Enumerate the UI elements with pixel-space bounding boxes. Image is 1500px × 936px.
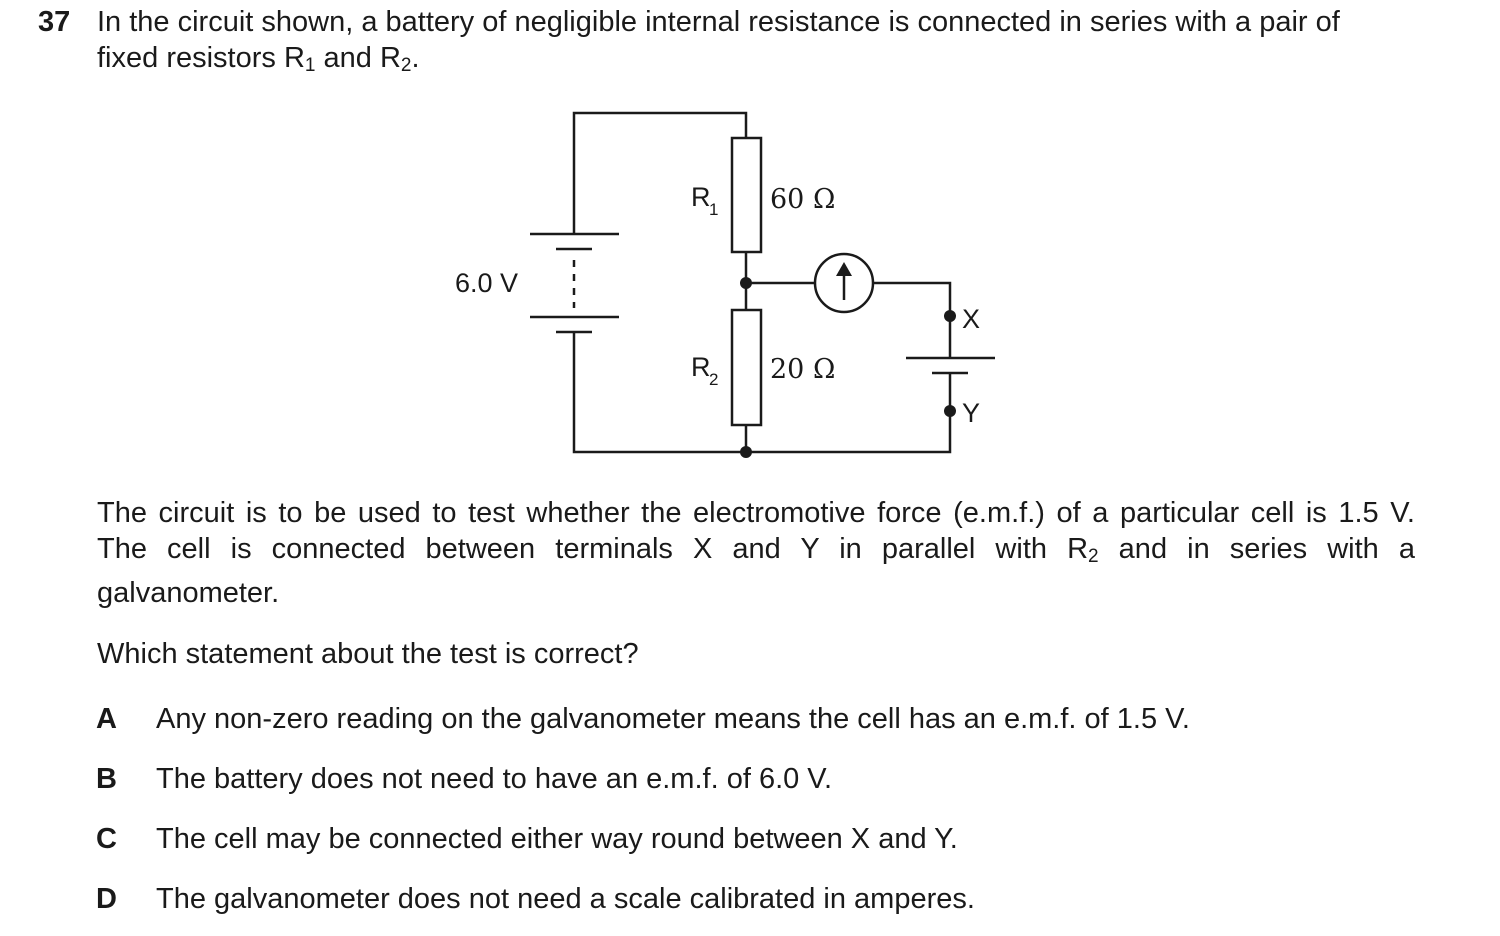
stem-text-b: and R — [315, 42, 401, 74]
r2-subscript: 2 — [709, 370, 718, 389]
paragraph-text-b: and in series with a — [1098, 533, 1415, 565]
junction-dot-middle — [740, 277, 752, 289]
terminal-y-dot — [944, 405, 956, 417]
resistor-r2 — [730, 308, 763, 427]
wire-left-top — [572, 111, 748, 234]
terminal-x-label: X — [962, 304, 980, 334]
explanation-paragraph: The circuit is to be used to test whethe… — [97, 495, 1415, 611]
stem-text-a: fixed resistors R — [97, 42, 305, 74]
question-prompt: Which statement about the test is correc… — [97, 638, 639, 670]
battery-emf-label: 6.0 V — [455, 268, 518, 298]
option-letter: D — [96, 883, 117, 915]
option-letter: C — [96, 823, 117, 855]
option-letter: A — [96, 703, 117, 735]
stem-line-1: In the circuit shown, a battery of negli… — [97, 6, 1340, 38]
paragraph-line-3: galvanometer. — [97, 577, 280, 609]
wire-left-bottom — [572, 332, 952, 454]
option-text: The galvanometer does not need a scale c… — [156, 883, 975, 915]
stem-line-2: fixed resistors R1 and R2. — [97, 40, 1427, 84]
r2-value: 20 Ω — [770, 354, 835, 385]
paragraph-subscript: 2 — [1088, 546, 1099, 567]
r1-subscript: 1 — [709, 200, 718, 219]
stem-subscript-1: 1 — [304, 55, 316, 76]
r1-label: R — [691, 182, 711, 212]
terminal-y-label: Y — [962, 398, 980, 428]
option-text: Any non-zero reading on the galvanometer… — [156, 703, 1190, 735]
option-text: The battery does not need to have an e.m… — [156, 763, 833, 795]
paragraph-text-a: The cell is connected between terminals … — [97, 533, 1089, 565]
option-letter: B — [96, 763, 117, 795]
wire-galvanometer-x — [873, 281, 952, 316]
junction-dot-bottom — [740, 446, 752, 458]
paragraph-line-2: The cell is connected between terminals … — [97, 531, 1415, 575]
option-text: The cell may be connected either way rou… — [156, 823, 958, 855]
stem-text-c: . — [411, 42, 420, 74]
paragraph-line-1: The circuit is to be used to test whethe… — [97, 497, 1415, 529]
stem-subscript-2: 2 — [400, 55, 412, 76]
r1-value: 60 Ω — [770, 184, 835, 215]
question-stem: In the circuit shown, a battery of negli… — [97, 4, 1427, 84]
r2-label: R — [691, 352, 711, 382]
terminal-x-dot — [944, 310, 956, 322]
galvanometer-arrow-icon — [836, 262, 852, 276]
resistor-r1 — [730, 136, 763, 254]
question-number: 37 — [38, 6, 71, 38]
